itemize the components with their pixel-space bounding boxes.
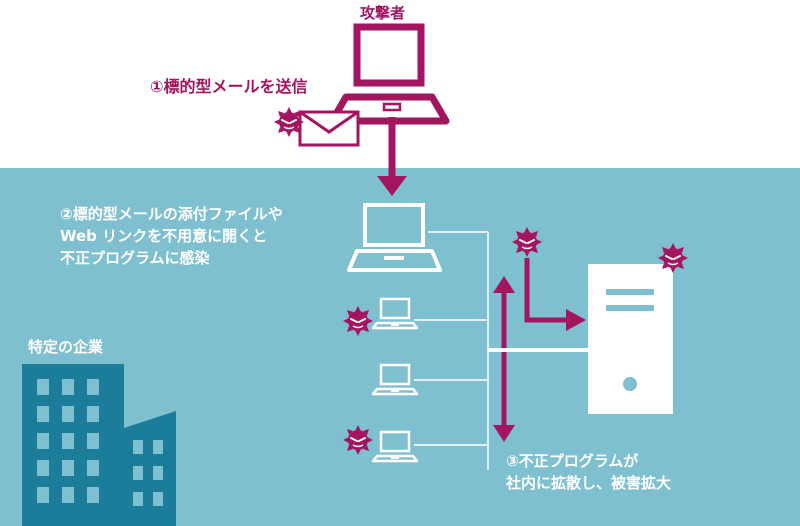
building-icon [22, 364, 176, 526]
laptop-4-icon [371, 430, 419, 463]
attacker-label: 攻撃者 [360, 4, 406, 22]
virus-on-server-icon [657, 242, 689, 274]
step2-label-line2: Web リンクを不用意に開くと [60, 227, 268, 245]
server-icon [588, 264, 673, 414]
virus-laptop-4-icon [342, 424, 374, 456]
infected-laptop-icon [347, 203, 442, 272]
laptop-2-icon [371, 297, 419, 330]
server-attack-arrow [524, 258, 586, 331]
envelope-icon [298, 110, 360, 147]
company-label: 特定の企業 [28, 338, 104, 356]
step2-label-line1: ②標的型メールの添付ファイルや [60, 205, 283, 223]
step3-label-line2: 社内に拡散し、被害拡大 [506, 474, 672, 492]
step2-label-line3: 不正プログラムに感染 [60, 249, 210, 267]
send-arrow [377, 117, 407, 196]
network-lines [414, 231, 489, 470]
step3-label-line1: ③不正プログラムが [506, 452, 639, 470]
step1-label: ①標的型メールを送信 [150, 77, 308, 96]
virus-on-email-icon [273, 106, 305, 138]
laptop-3-icon [371, 363, 419, 396]
spread-arrow [493, 276, 515, 442]
virus-server-bound-icon [511, 226, 543, 258]
virus-laptop-2-icon [342, 305, 374, 337]
attacker-laptop-icon [328, 23, 450, 125]
